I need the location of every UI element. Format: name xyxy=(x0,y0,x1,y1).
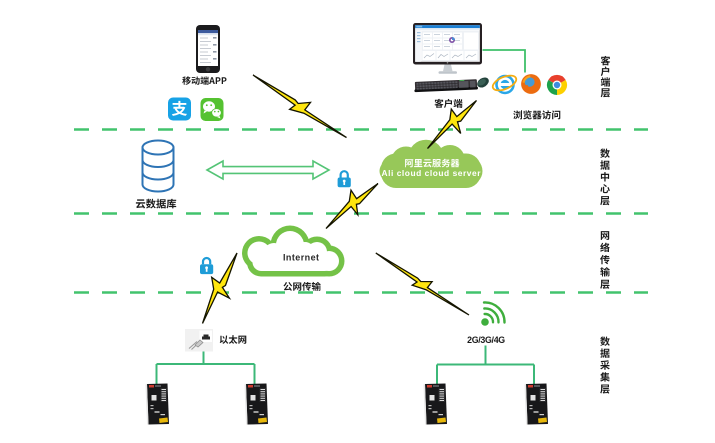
svg-text:Internet: Internet xyxy=(283,253,319,263)
svg-text:Ali cloud cloud server: Ali cloud cloud server xyxy=(382,168,482,178)
svg-text:2G/3G/4G: 2G/3G/4G xyxy=(467,335,505,345)
